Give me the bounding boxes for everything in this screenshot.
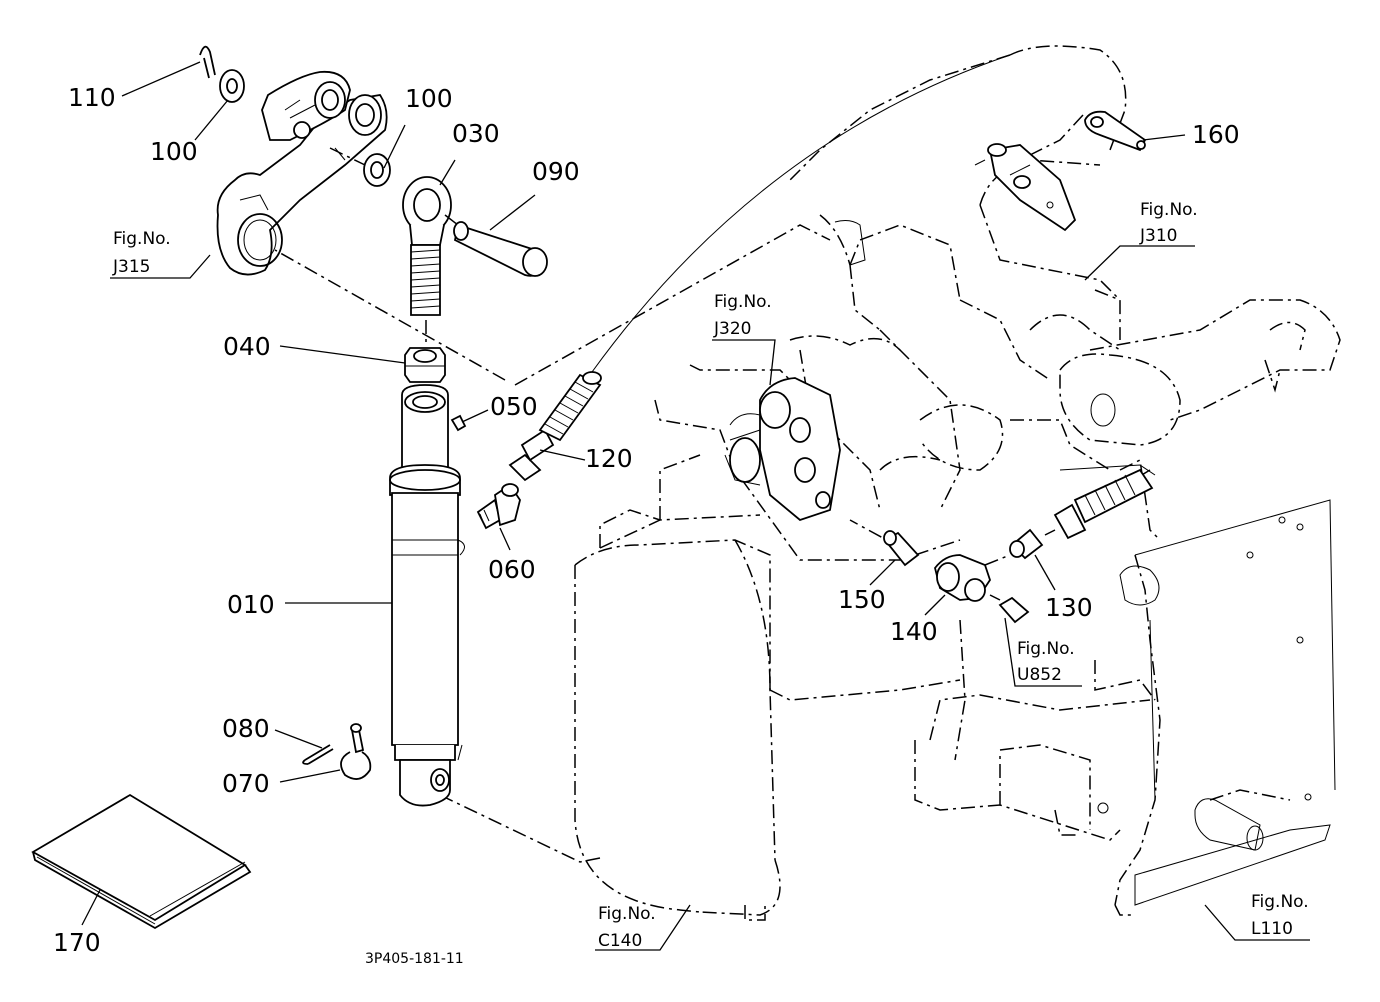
part-100-washer-b [329, 147, 391, 187]
label-140: 140 [890, 617, 938, 646]
part-160-link [1084, 110, 1147, 152]
label-100-a: 100 [150, 137, 198, 166]
figref-j310-prefix: Fig.No. [1140, 200, 1198, 220]
part-120-hose [508, 371, 602, 482]
part-050-plug [450, 414, 467, 432]
part-040-nut [404, 347, 446, 383]
label-060: 060 [488, 555, 536, 584]
figref-j320-prefix: Fig.No. [714, 292, 772, 312]
label-090: 090 [532, 157, 580, 186]
figref-j320-code: J320 [713, 319, 751, 339]
part-hose-right [1053, 468, 1154, 540]
part-010-cylinder [389, 384, 465, 807]
label-130: 130 [1045, 593, 1093, 622]
label-030: 030 [452, 119, 500, 148]
assembly-dash-lines [849, 114, 1151, 601]
figref-l110-prefix: Fig.No. [1251, 892, 1309, 912]
part-140-tee [934, 554, 1030, 624]
label-150: 150 [838, 585, 886, 614]
label-160: 160 [1192, 120, 1240, 149]
label-010: 010 [227, 590, 275, 619]
figref-c140-code: C140 [598, 931, 642, 951]
figref-u852-prefix: Fig.No. [1017, 639, 1075, 659]
valve-block [724, 377, 841, 522]
part-080-cotter [302, 744, 334, 765]
diagram-code: 3P405-181-11 [365, 951, 464, 967]
transmission-housing [574, 454, 1156, 921]
label-070: 070 [222, 769, 270, 798]
figref-l110-code: L110 [1251, 919, 1293, 939]
label-110: 110 [68, 83, 116, 112]
part-150-fitting [883, 530, 920, 567]
left-lift-arm [216, 70, 388, 276]
figref-j310-code: J310 [1139, 226, 1177, 246]
part-number-labels: 110 100 100 030 090 160 040 050 120 060 … [53, 83, 1240, 957]
part-130-fitting [1009, 528, 1044, 560]
label-120: 120 [585, 444, 633, 473]
part-170-manual [31, 793, 252, 930]
part-060-elbow [476, 483, 521, 530]
label-040: 040 [223, 332, 271, 361]
figref-c140-prefix: Fig.No. [598, 904, 656, 924]
right-plate [1114, 499, 1336, 916]
figref-j315-prefix: Fig.No. [113, 229, 171, 249]
figure-references: Fig.No. J315 Fig.No. J310 Fig.No. J320 F… [112, 200, 1309, 951]
label-100-b: 100 [405, 84, 453, 113]
part-070-pin [340, 723, 372, 780]
figref-u852-code: U852 [1017, 665, 1062, 685]
large-dash-outline [274, 45, 1156, 863]
center-housing [654, 214, 1161, 561]
label-080: 080 [222, 714, 270, 743]
part-030-rod-end [402, 176, 452, 345]
label-170: 170 [53, 928, 101, 957]
part-110-pin [199, 45, 216, 79]
leader-lines [81, 61, 1310, 951]
part-100-washer-a [219, 69, 245, 103]
part-090-pin [444, 214, 548, 277]
right-lift-arm [1059, 299, 1341, 446]
label-050: 050 [490, 392, 538, 421]
bracket-assembly [974, 143, 1077, 232]
figref-j315-code: J315 [112, 257, 150, 277]
